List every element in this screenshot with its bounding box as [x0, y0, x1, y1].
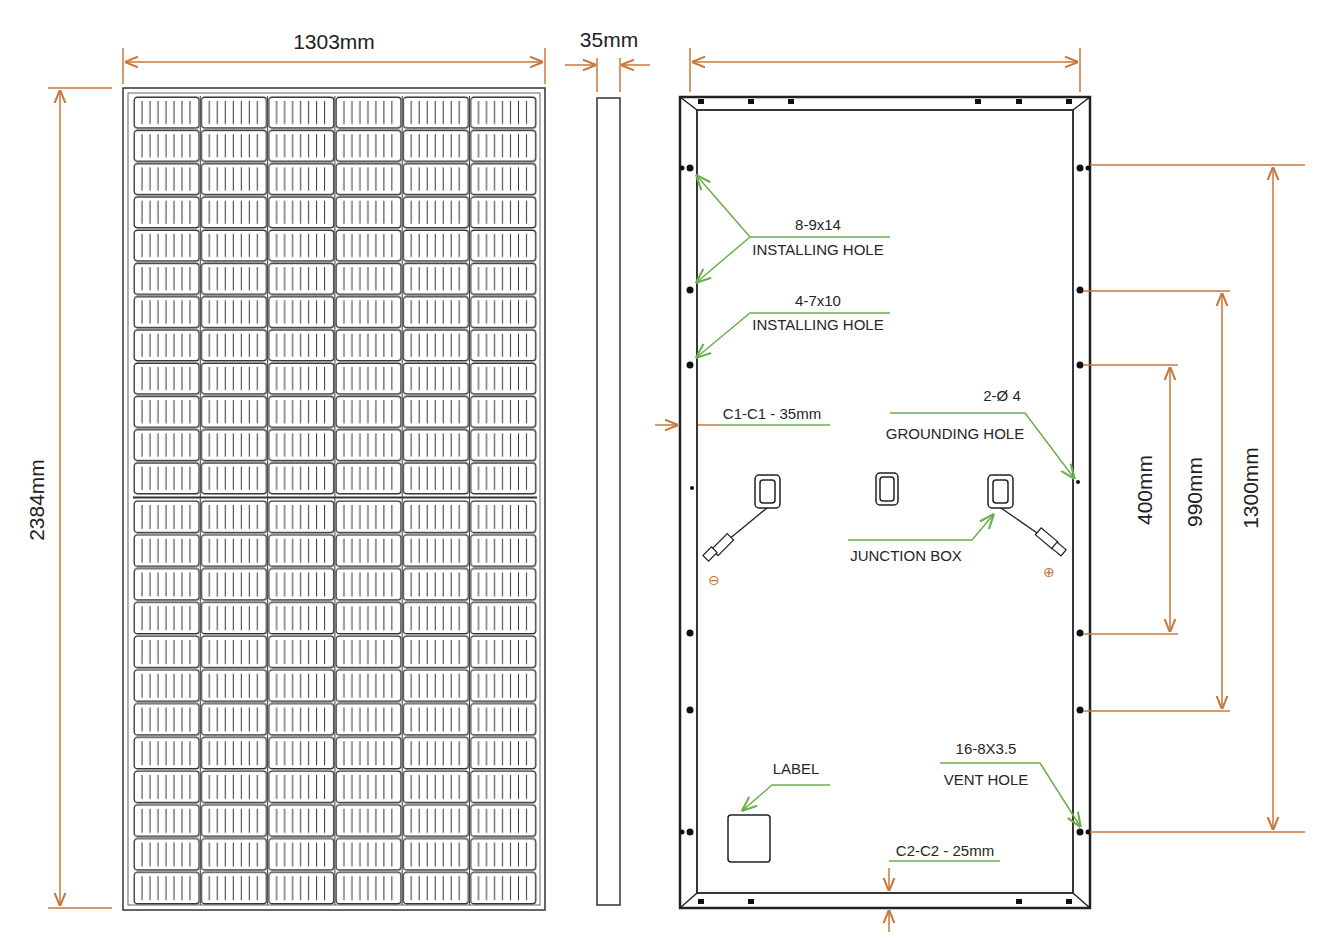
callout-label: 16-8X3.5: [954, 740, 1019, 757]
dimension-text: 35mm: [578, 28, 640, 52]
callout-label: VENT HOLE: [942, 771, 1031, 788]
callout-label: JUNCTION BOX: [848, 547, 964, 564]
callout-label: 4-7x10: [793, 292, 843, 309]
dimension-text: 990mm: [1183, 455, 1207, 529]
callout-label: GROUNDING HOLE: [884, 425, 1026, 442]
polarity-symbol: ⊖: [706, 572, 722, 588]
polarity-symbol: ⊕: [1041, 564, 1057, 580]
dimension-text: 1300mm: [1239, 445, 1263, 531]
callout-label: LABEL: [771, 760, 822, 777]
dimension-text: 1303mm: [291, 30, 377, 54]
dimension-text: 400mm: [1133, 453, 1157, 527]
callout-label: INSTALLING HOLE: [750, 316, 885, 333]
callout-label: 2-Ø 4: [981, 387, 1023, 404]
callout-label: INSTALLING HOLE: [750, 241, 885, 258]
callout-label: C1-C1 - 35mm: [721, 405, 823, 422]
callout-label: C2-C2 - 25mm: [894, 842, 996, 859]
dimension-text: 2384mm: [25, 457, 49, 543]
callout-label: 8-9x14: [793, 216, 843, 233]
